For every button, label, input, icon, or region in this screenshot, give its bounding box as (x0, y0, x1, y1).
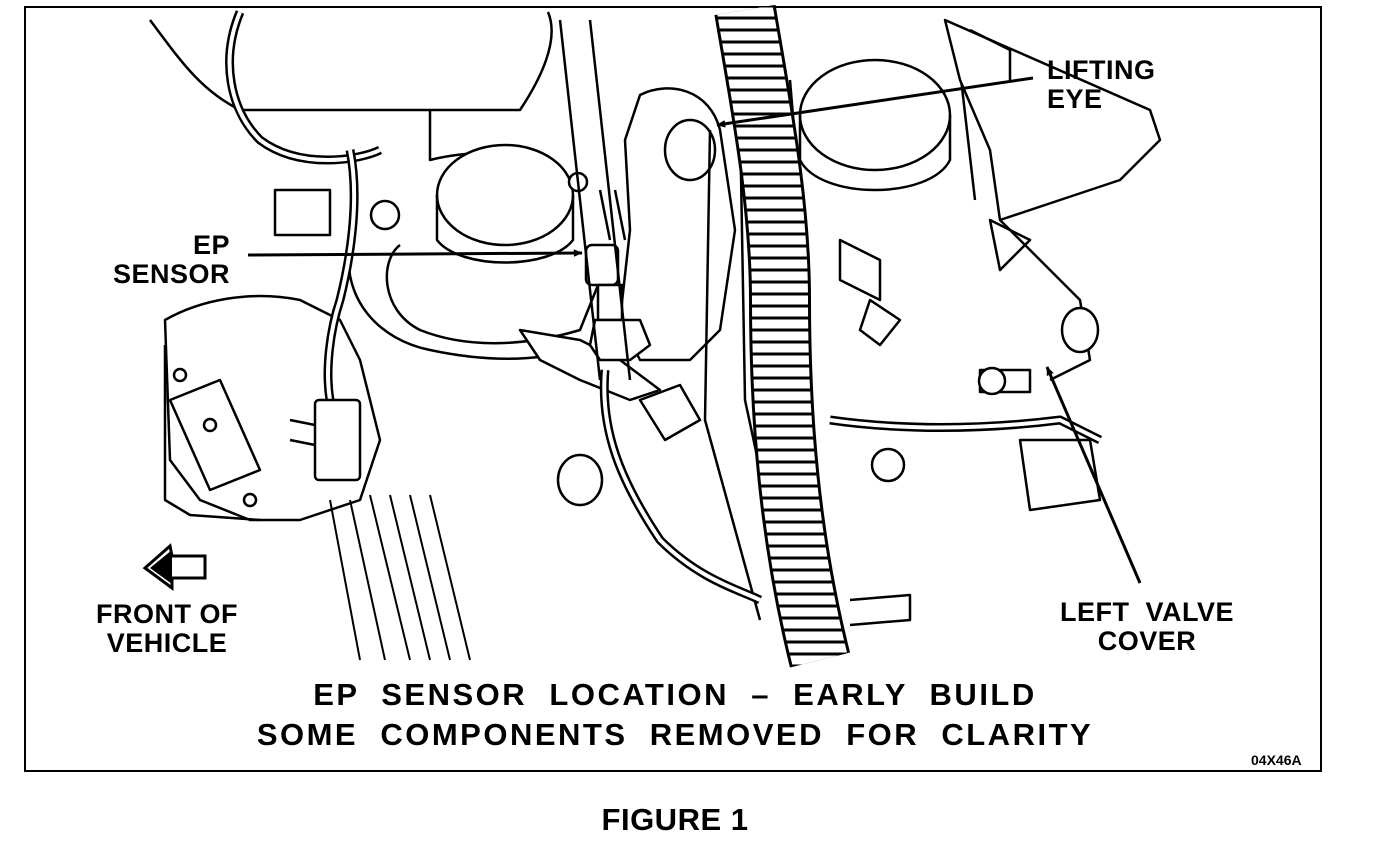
label-ep-sensor-line1: EP (192, 230, 230, 260)
label-front-of-vehicle-line2: VEHICLE (106, 628, 228, 658)
front-arrow-icon (142, 543, 207, 591)
caption-line2: SOME COMPONENTS REMOVED FOR CLARITY (256, 717, 1094, 752)
label-front-of-vehicle-line1: FRONT OF (96, 599, 238, 629)
caption-line1: EP SENSOR LOCATION – EARLY BUILD (313, 677, 1037, 712)
label-left-valve-cover: LEFT VALVE COVER (1055, 598, 1239, 656)
figure-code: 04X46A (1251, 752, 1302, 768)
leader-lines (247, 76, 1142, 584)
figure-caption: EP SENSOR LOCATION – EARLY BUILD SOME CO… (0, 675, 1350, 755)
leader-left-valve-cover (1045, 366, 1142, 584)
label-ep-sensor-line2: SENSOR (112, 259, 230, 289)
label-ep-sensor: EP SENSOR (113, 231, 230, 289)
label-lifting-eye-line2: EYE (1047, 84, 1103, 114)
label-left-valve-cover-line1: LEFT VALVE (1060, 597, 1234, 627)
label-lifting-eye-line1: LIFTING (1047, 55, 1156, 85)
figure-title: FIGURE 1 (601, 802, 749, 837)
label-lifting-eye: LIFTING EYE (1047, 56, 1155, 114)
line-art (148, 4, 1162, 668)
label-front-of-vehicle: FRONT OF VEHICLE (92, 600, 242, 658)
label-left-valve-cover-line2: COVER (1097, 626, 1197, 656)
leader-ep-sensor (247, 249, 583, 257)
leader-lifting-eye (716, 76, 1034, 128)
